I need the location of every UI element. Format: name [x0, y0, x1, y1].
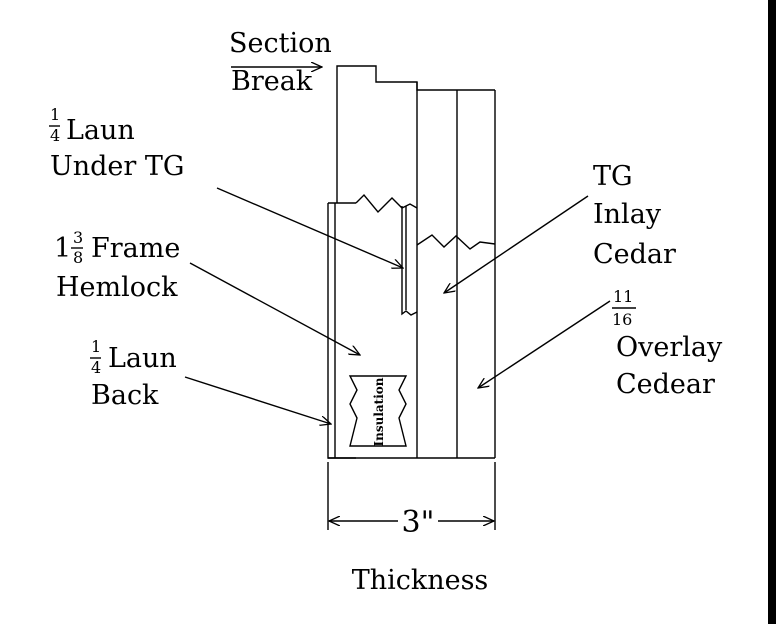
tg-inlay-line3: Cedar: [593, 239, 676, 270]
overlay-arrow: [478, 300, 611, 388]
insulation-label: Insulation: [372, 377, 386, 446]
section-break-label: Section Break: [229, 28, 332, 97]
overlay-line2: Cedear: [616, 369, 715, 400]
laun-under-tg-line2: Under TG: [50, 151, 184, 182]
laun-under-tg-line1: Laun: [66, 115, 135, 146]
laun-under-tg-strip: [401, 206, 418, 316]
thickness-dimension: 3" Thickness: [327, 462, 496, 596]
laun-back-label: 1 4 Laun Back: [90, 337, 331, 424]
wall-structure: Insulation: [327, 65, 496, 459]
top-section-break: [336, 65, 495, 203]
frame-hemlock-whole: 1: [54, 233, 71, 264]
tg-inlay-label: TG Inlay Cedar: [444, 161, 676, 293]
frame-hemlock-line1: Frame: [91, 233, 180, 264]
tg-inlay-line2: Inlay: [593, 199, 662, 230]
laun-back-line2: Back: [91, 380, 159, 411]
overlay-frac-den: 16: [612, 310, 632, 329]
laun-back-arrow: [184, 376, 331, 424]
laun-under-tg-frac-num: 1: [50, 105, 60, 124]
section-break-line2: Break: [231, 66, 313, 97]
right-edge-bar: [768, 0, 776, 624]
frame-section-break: [355, 193, 418, 214]
frame-hemlock-arrow: [189, 262, 360, 355]
insulation-symbol: [348, 375, 408, 447]
section-break-line1: Section: [229, 28, 332, 59]
frame-hemlock-line2: Hemlock: [56, 272, 178, 303]
tg-inlay-arrow: [444, 195, 589, 293]
overlay-line1: Overlay: [616, 332, 723, 363]
tg-inlay-line1: TG: [593, 161, 633, 192]
laun-back-frac-den: 4: [91, 358, 101, 377]
laun-back-frac-num: 1: [91, 337, 101, 356]
frame-hemlock-frac-num: 3: [73, 228, 83, 247]
frame-hemlock-label: 1 3 8 Frame Hemlock: [54, 228, 360, 355]
laun-back-line1: Laun: [108, 343, 177, 374]
tg-inlay-break: [416, 234, 496, 250]
laun-under-tg-label: 1 4 Laun Under TG: [49, 105, 403, 268]
frame-hemlock-frac-den: 8: [73, 248, 83, 267]
overlay-frac-num: 11: [613, 287, 633, 306]
thickness-label: Thickness: [352, 565, 489, 596]
laun-under-tg-arrow: [216, 187, 403, 268]
laun-under-tg-frac-den: 4: [50, 126, 60, 145]
dimension-value: 3": [402, 505, 435, 540]
overlay-label: 11 16 Overlay Cedear: [478, 287, 723, 400]
